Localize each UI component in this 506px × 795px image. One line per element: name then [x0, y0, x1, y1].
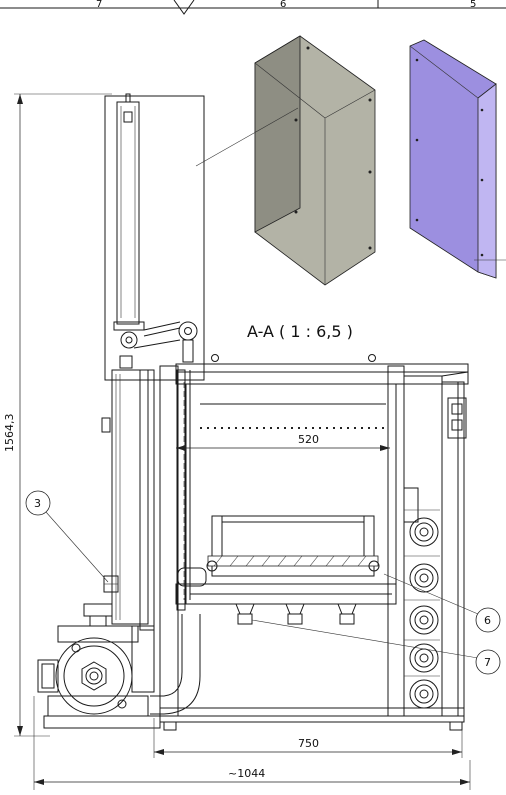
zone-label-7: 7: [96, 0, 102, 10]
zone-border: 7 6 5: [0, 0, 506, 15]
tank-body: [185, 383, 397, 605]
dimension-overall-width: ~1044: [33, 696, 471, 790]
balloon-3: 3: [25, 490, 109, 583]
dimension-height: 1564,3: [3, 93, 112, 737]
base-frame: [159, 707, 465, 723]
machine-front-view: [37, 93, 469, 731]
dimension-inner-width-label: 520: [298, 433, 319, 446]
basket-grid: [207, 555, 379, 567]
dimension-base-width: 750: [153, 718, 463, 758]
balloon-6: 6: [383, 573, 501, 633]
dimension-height-label: 1564,3: [3, 414, 16, 453]
pump-motor: [37, 603, 161, 729]
control-box: [447, 397, 467, 439]
column-cover-outline: [104, 95, 205, 381]
balloon-7: 7: [251, 619, 501, 675]
zone-label-6: 6: [280, 0, 286, 10]
side-panel-lip: [477, 83, 497, 279]
basket: [211, 515, 375, 577]
pipe-elbow: [150, 614, 183, 697]
lift-cylinder: [116, 101, 140, 325]
balloon-7-label: 7: [484, 656, 491, 669]
tank-top-rim: [175, 363, 469, 385]
housing-panel-view: [254, 35, 376, 286]
left-upright: [111, 369, 149, 625]
dimension-overall-width-label: ~1044: [228, 767, 265, 780]
dimension-inner-width: 520: [176, 433, 390, 451]
zone-label-5: 5: [470, 0, 476, 10]
dimension-base-width-label: 750: [298, 737, 319, 750]
housing-panel-side: [254, 35, 301, 233]
balloon-6-label: 6: [484, 614, 491, 627]
section-label: A-A ( 1 : 6,5 ): [247, 322, 353, 341]
side-panel-view: [409, 39, 506, 279]
leader-housing: [195, 107, 299, 167]
heater-coils: [403, 487, 440, 709]
drain-outlets: [235, 603, 357, 625]
balloon-3-label: 3: [34, 497, 41, 510]
